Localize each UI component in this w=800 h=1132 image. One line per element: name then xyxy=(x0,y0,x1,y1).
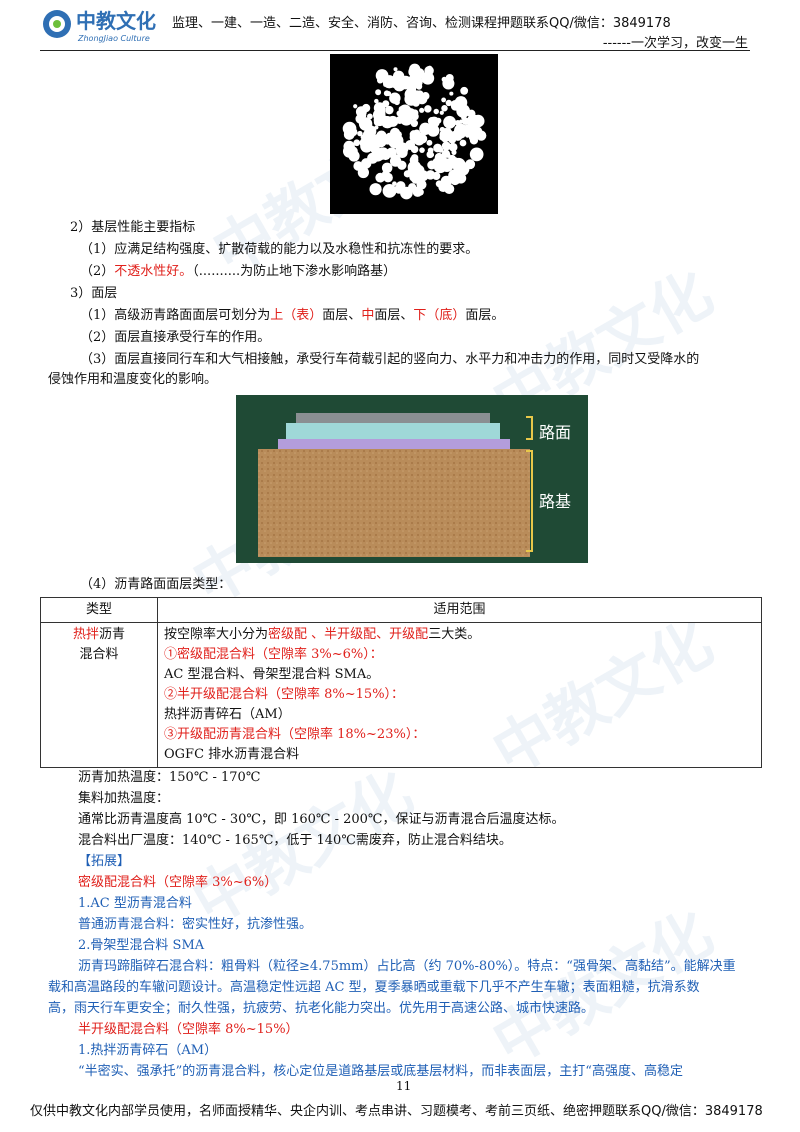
heading-surface-layer: 3）面层 xyxy=(70,286,118,301)
text-line: 集料加热温度： xyxy=(78,791,170,806)
asphalt-type-table: 类型 适用范围 热拌沥青 混合料 按空隙率大小分为密级配 、半开级配、开级配三大… xyxy=(40,597,762,768)
text-line: 沥青玛蹄脂碎石混合料：粗骨料（粒径≥4.75mm）占比高（约 70%-80%）。… xyxy=(78,959,736,974)
text-line: （1）高级沥青路面面层可划分为上（表）面层、中面层、下（底）面层。 xyxy=(80,308,505,323)
svg-text:ZhongJiao Culture: ZhongJiao Culture xyxy=(77,34,150,43)
text-line: 沥青加热温度：150℃ - 170℃ xyxy=(78,770,261,785)
footer-text: 仅供中教文化内部学员使用，名师面授精华、央企内训、考点串讲、习题模考、考前三页纸… xyxy=(30,1104,763,1119)
expand-heading: 【拓展】 xyxy=(78,854,131,869)
text-line: 混合料出厂温度：140℃ - 165℃，低于 140℃需废弃，防止混合料结块。 xyxy=(78,833,512,848)
text-line: （1）应满足结构强度、扩散荷载的能力以及水稳性和抗冻性的要求。 xyxy=(80,242,479,257)
logo: 中教文化 ZhongJiao Culture xyxy=(43,9,156,43)
text-line: （3）面层直接同行车和大气相接触，承受行车荷载引起的竖向力、水平力和冲击力的作用… xyxy=(80,352,700,367)
text-line: 载和高温路段的车辙问题设计。高温稳定性远超 AC 型，夏季暴晒或重载下几乎不产生… xyxy=(48,980,700,995)
table-header: 类型 xyxy=(40,597,158,623)
label-pavement: 路面 xyxy=(539,423,571,442)
text-line: 2.骨架型混合料 SMA xyxy=(78,938,205,953)
text-line: 通常比沥青温度高 10℃ - 30℃，即 160℃ - 200℃，保证与沥青混合… xyxy=(78,812,565,827)
table-cell: 按空隙率大小分为密级配 、半开级配、开级配三大类。 ①密级配混合料（空隙率 3%… xyxy=(157,622,762,768)
text-line: （2）不透水性好。（..........为防止地下渗水影响路基） xyxy=(80,264,397,279)
text-line: 高，雨天行车更安全；耐久性强，抗疲劳、抗老化能力突出。优先用于高速公路、城市快速… xyxy=(48,1001,595,1016)
svg-text:中教文化: 中教文化 xyxy=(76,9,156,33)
page-number: 11 xyxy=(396,1079,412,1093)
header-divider xyxy=(40,50,750,51)
table-row: 热拌沥青 混合料 按空隙率大小分为密级配 、半开级配、开级配三大类。 ①密级配混… xyxy=(40,622,762,768)
heading-asphalt-types: （4）沥青路面面层类型： xyxy=(80,577,232,592)
text-line: “半密实、强承托”的沥青混合料，核心定位是道路基层或底基层材料，而非表面层，主打… xyxy=(78,1064,683,1079)
table-header: 适用范围 xyxy=(157,597,762,623)
text-line: 1.热拌沥青碎石（AM） xyxy=(78,1043,218,1058)
aggregate-section-image xyxy=(330,54,498,214)
label-subgrade: 路基 xyxy=(539,492,571,511)
text-line: 1.AC 型沥青混合料 xyxy=(78,896,192,911)
text-line: 半开级配混合料（空隙率 8%~15%） xyxy=(78,1022,299,1037)
text-line: 密级配混合料（空隙率 3%~6%） xyxy=(78,875,278,890)
heading-base-indicators: 2）基层性能主要指标 xyxy=(70,220,196,235)
header-slogan: ------一次学习，改变一生 xyxy=(602,36,748,51)
table-cell: 热拌沥青 混合料 xyxy=(40,622,158,768)
text-line: （2）面层直接承受行车的作用。 xyxy=(80,330,271,345)
text-line: 普通沥青混合料：密实性好，抗渗性强。 xyxy=(78,917,313,932)
text-line: 侵蚀作用和温度变化的影响。 xyxy=(48,372,218,387)
header-title: 监理、一建、一造、二造、安全、消防、咨询、检测课程押题联系QQ/微信：38491… xyxy=(172,16,671,31)
pavement-layers-figure: 路面 路基 xyxy=(236,395,588,563)
